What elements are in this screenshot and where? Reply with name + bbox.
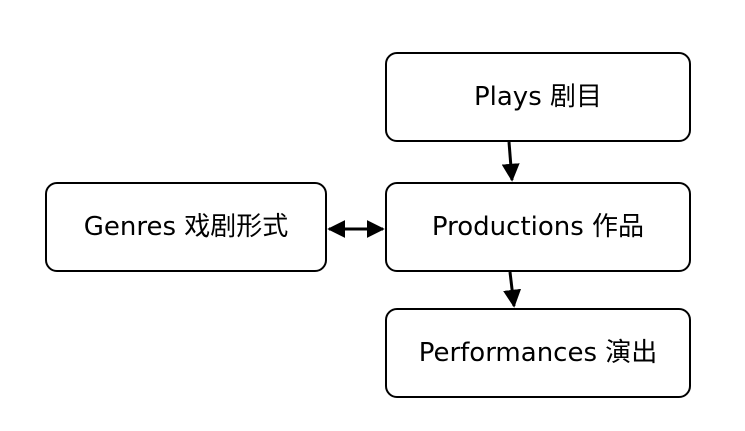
node-productions: Productions 作品 — [385, 182, 691, 272]
arrow-plays-to-productions — [501, 141, 520, 182]
node-performances-label: Performances 演出 — [418, 338, 658, 368]
node-plays-label: Plays 剧目 — [473, 82, 603, 112]
node-genres: Genres 戏剧形式 — [45, 182, 327, 272]
node-plays: Plays 剧目 — [385, 52, 691, 142]
node-performances: Performances 演出 — [385, 308, 691, 398]
node-productions-label: Productions 作品 — [431, 212, 645, 242]
arrow-productions-to-performances — [503, 271, 522, 308]
node-genres-label: Genres 戏剧形式 — [83, 212, 289, 242]
